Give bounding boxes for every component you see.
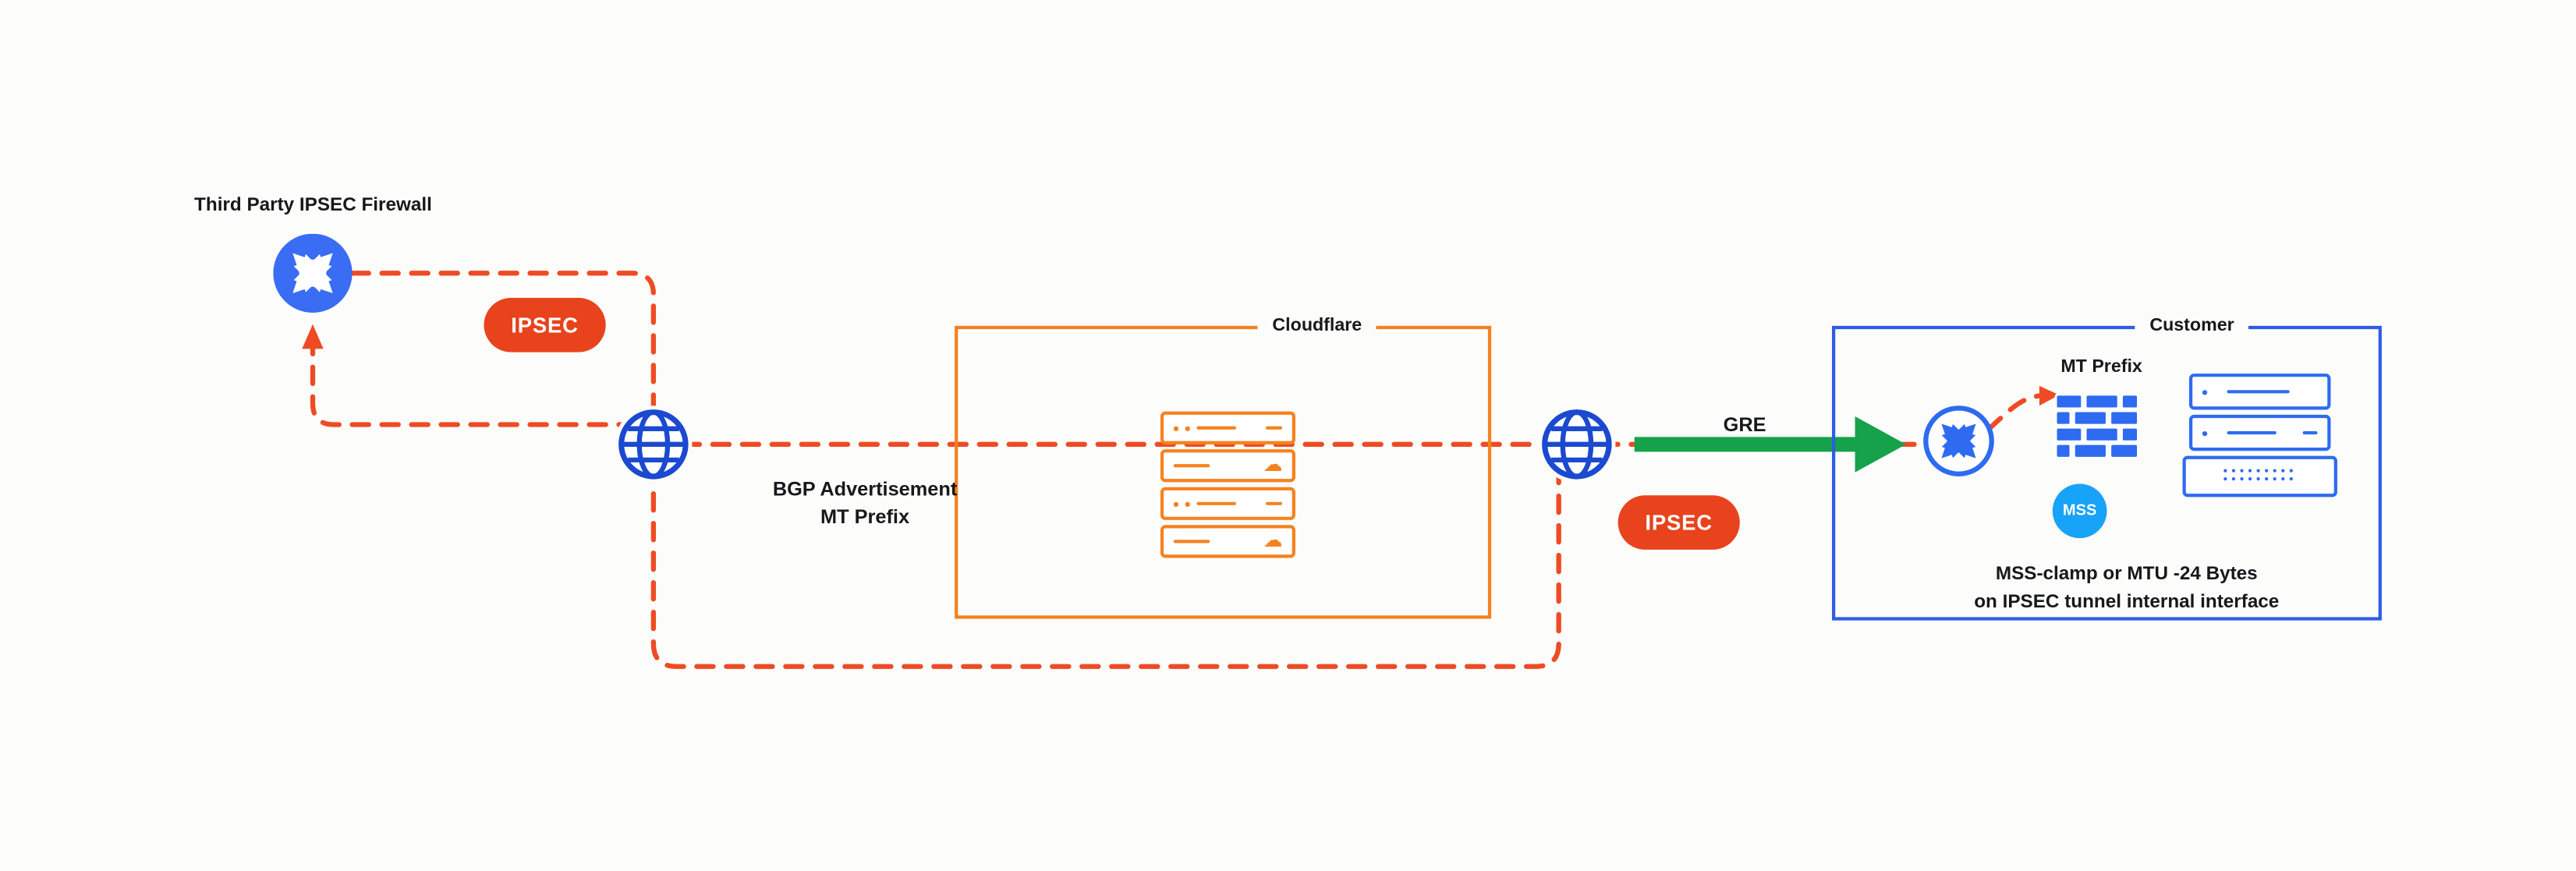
gre-label: GRE <box>1723 412 1766 437</box>
internet-globe-icon-right <box>1537 405 1616 483</box>
cloudflare-server-stack-icon: ☁ ☁ <box>1160 411 1295 558</box>
mss-badge: MSS <box>2052 483 2107 539</box>
server-row <box>1160 411 1295 444</box>
cloud-icon: ☁ <box>1263 455 1283 475</box>
dashed-path-firewall-to-internet-top <box>349 271 657 427</box>
third-party-router-icon <box>273 233 353 313</box>
server-row: ☁ <box>1160 449 1295 483</box>
server-row <box>2188 414 2331 451</box>
ipsec-badge-right-label: IPSEC <box>1645 510 1713 535</box>
third-party-firewall-title: Third Party IPSEC Firewall <box>194 196 432 216</box>
ipsec-badge-right: IPSEC <box>1618 495 1740 550</box>
up-arrowhead <box>302 324 324 349</box>
customer-box-label: Customer <box>2135 316 2249 336</box>
mss-clamp-note: MSS-clamp or MTU -24 Bytes on IPSEC tunn… <box>1906 561 2347 616</box>
customer-server-stack-icon <box>2182 374 2344 498</box>
gre-arrowhead <box>1855 416 1906 473</box>
firewall-bricks-icon <box>2054 393 2140 459</box>
dashed-path-internet-to-firewall-return <box>310 345 638 427</box>
dashed-path-bottom-loop <box>650 461 1561 669</box>
ipsec-badge-left: IPSEC <box>484 298 606 352</box>
server-row <box>2182 455 2337 497</box>
cloudflare-box-label: Cloudflare <box>1257 316 1377 336</box>
cloudflare-box: Cloudflare <box>955 316 1492 619</box>
internet-globe-icon-left <box>614 405 693 483</box>
customer-router-icon <box>1922 405 1995 477</box>
server-row <box>2188 374 2331 410</box>
mss-badge-label: MSS <box>2062 501 2097 520</box>
mss-clamp-note-line2: on IPSEC tunnel internal interface <box>1974 591 2280 612</box>
server-row <box>1160 487 1295 520</box>
dashed-path-router-to-firewall-bricks <box>1986 393 2043 433</box>
bgp-line2: MT Prefix <box>820 505 910 529</box>
mt-prefix-label: MT Prefix <box>2060 356 2142 377</box>
mt-prefix-arrowhead <box>2039 385 2060 406</box>
ipsec-badge-left-label: IPSEC <box>511 312 579 338</box>
customer-box: Customer <box>1831 316 2382 621</box>
bgp-advertisement-label: BGP Advertisement MT Prefix <box>704 476 1026 532</box>
bgp-line1: BGP Advertisement <box>772 477 958 501</box>
cloud-icon: ☁ <box>1263 530 1283 551</box>
server-row: ☁ <box>1160 525 1295 558</box>
mss-clamp-note-line1: MSS-clamp or MTU -24 Bytes <box>1995 564 2258 585</box>
